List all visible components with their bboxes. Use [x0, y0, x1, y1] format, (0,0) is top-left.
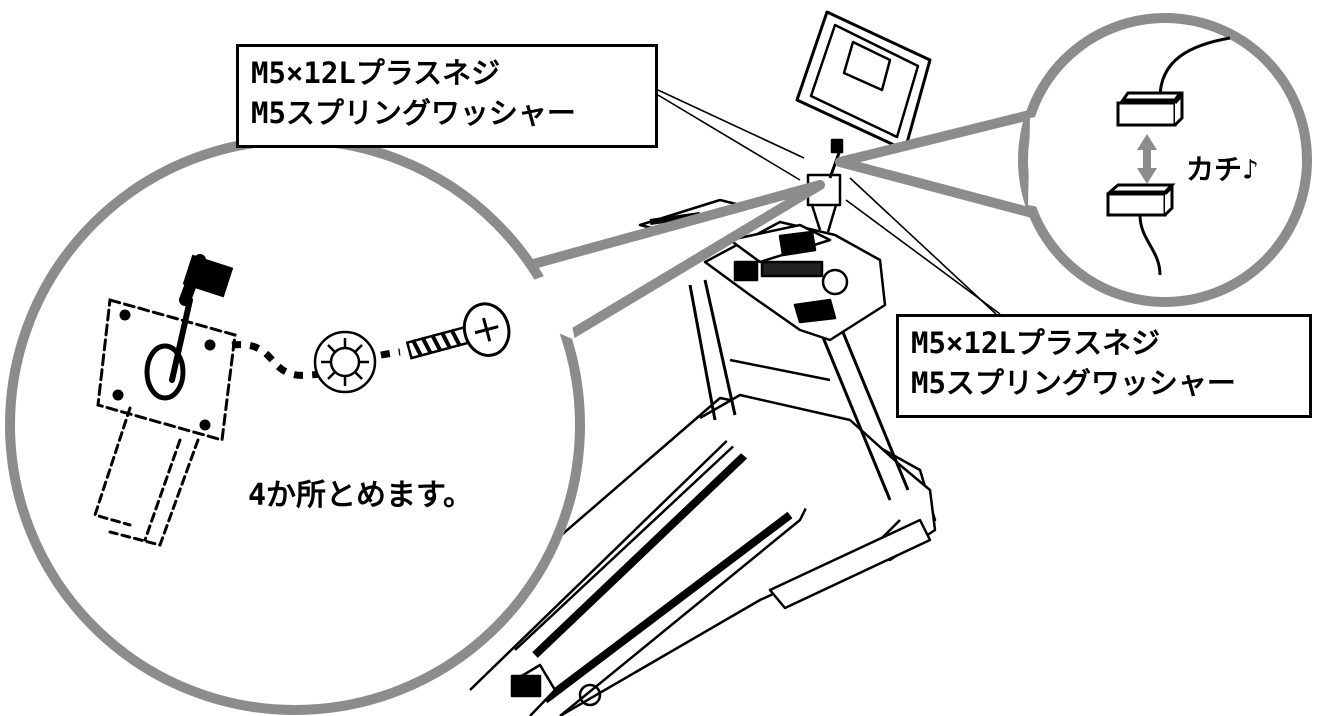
spring-washer-icon — [313, 330, 377, 394]
instruction-caption: 4か所とめます。 — [248, 478, 474, 513]
bracket-callout — [5, 135, 825, 715]
screw-label-box-bottom: M5×12Lプラスネジ M5スプリングワッシャー — [896, 314, 1312, 418]
washer-label-line: M5スプリングワッシャー — [911, 366, 1236, 400]
double-arrow-icon — [1137, 134, 1157, 184]
connector-drawing — [1106, 36, 1231, 276]
washer-label-line: M5スプリングワッシャー — [251, 96, 576, 130]
bracket-plate-drawing — [93, 254, 237, 547]
click-sound-label: カチ♪ — [1186, 153, 1259, 186]
screw-label-box-top: M5×12Lプラスネジ M5スプリングワッシャー — [236, 44, 658, 148]
screw-icon — [405, 302, 511, 360]
leader-lines — [657, 89, 1001, 315]
connector-callout — [835, 13, 1312, 307]
screw-label-line: M5×12Lプラスネジ — [251, 56, 501, 90]
screw-label-line: M5×12Lプラスネジ — [911, 326, 1161, 360]
